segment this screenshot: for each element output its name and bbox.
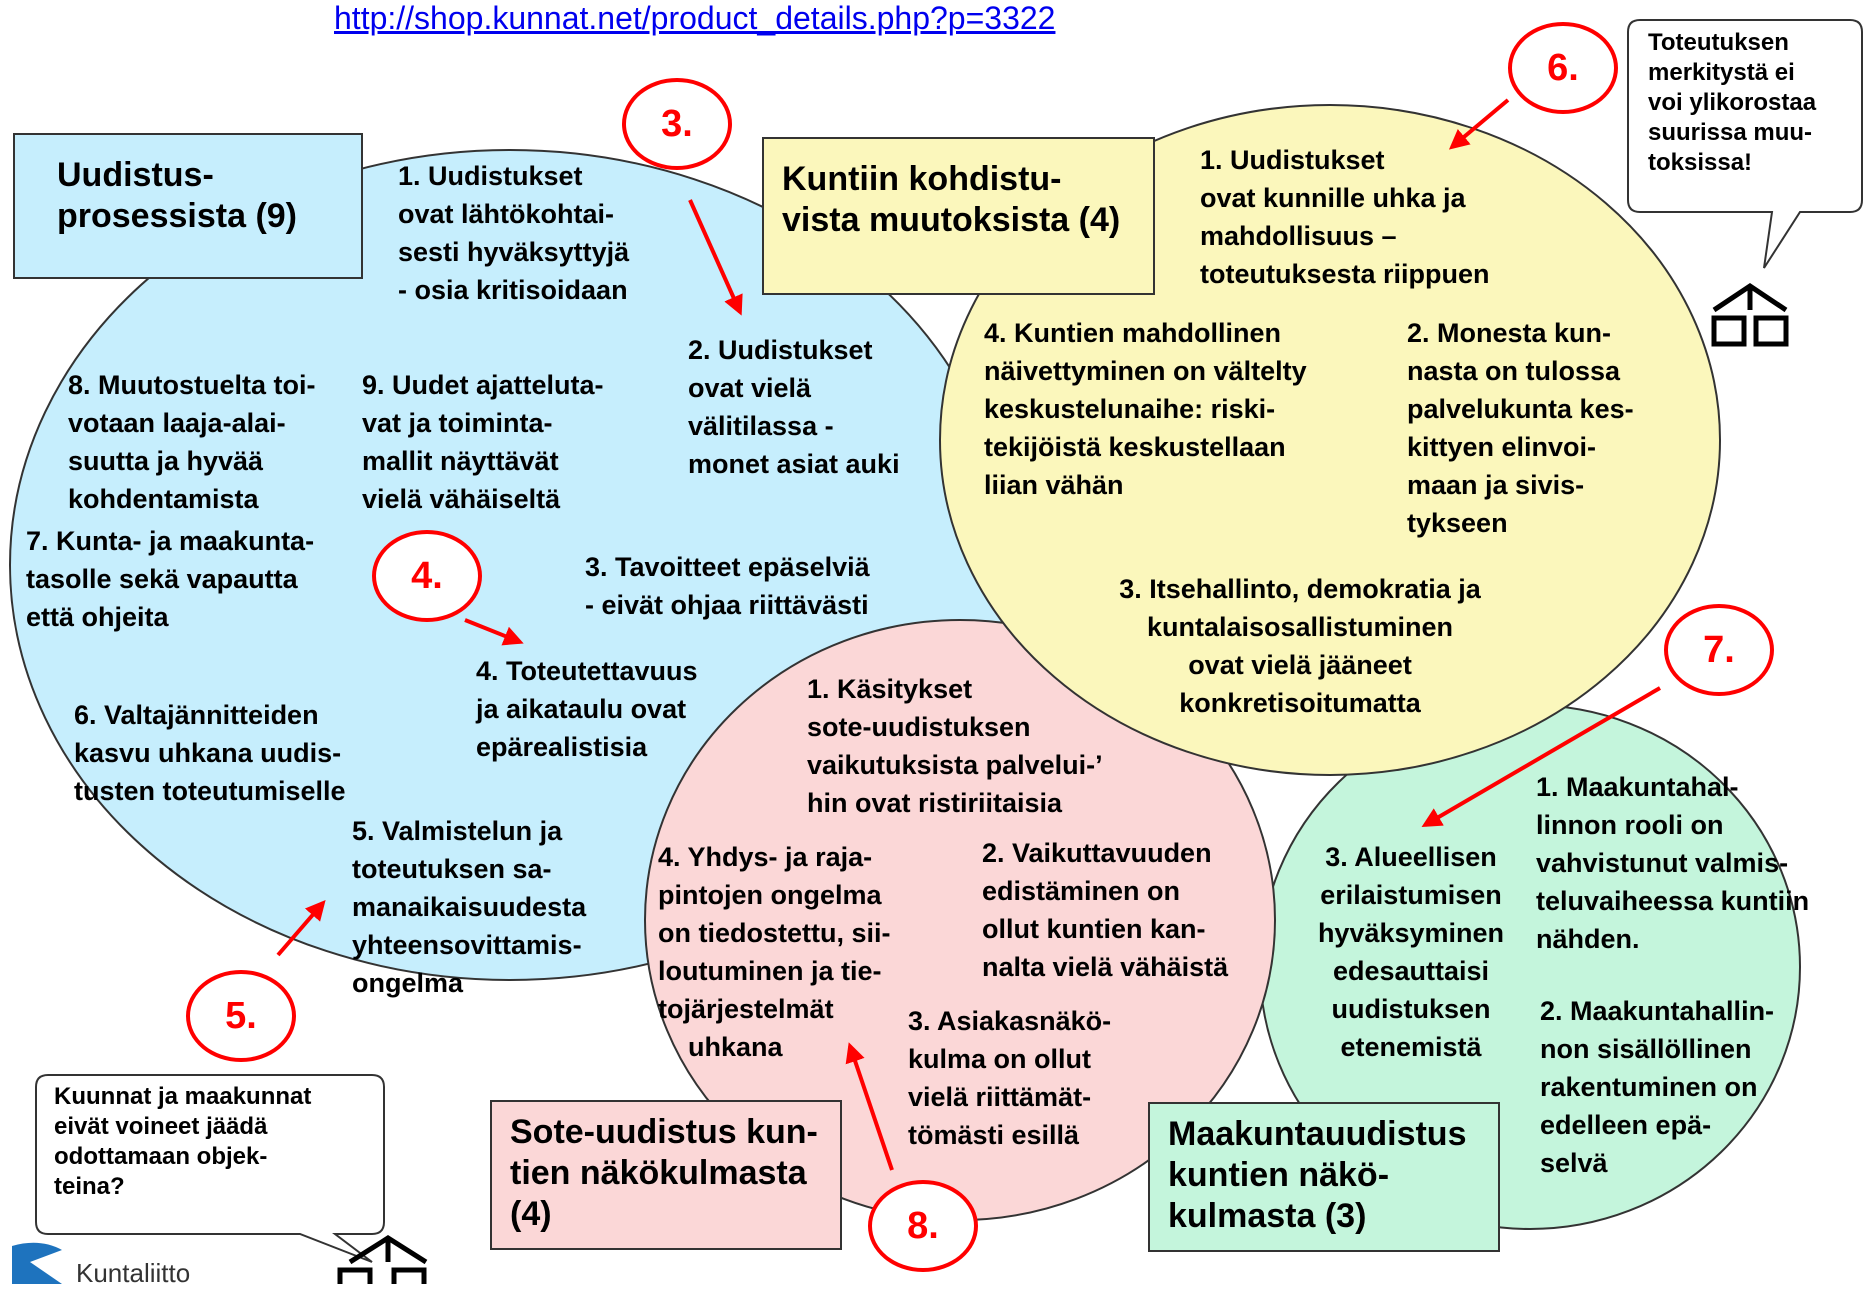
source-url[interactable]: http://shop.kunnat.net/product_details.p… bbox=[334, 0, 1056, 36]
blue-item-2: 2. Uudistukset ovat vielä välitilassa - … bbox=[688, 335, 900, 479]
pink-item-1: 1. Käsitykset sote-uudistuksen vaikutuks… bbox=[807, 674, 1103, 818]
green-item-2: 2. Maakuntahallin- non sisällöllinen rak… bbox=[1540, 996, 1775, 1178]
callout-bottom-left-bubble bbox=[35, 1074, 385, 1263]
arrow-3 bbox=[688, 199, 743, 316]
pink-item-4: 4. Yhdys- ja raja- pintojen ongelma on t… bbox=[658, 842, 891, 1062]
blue-item-1: 1. Uudistukset ovat lähtökohtai- sesti h… bbox=[398, 161, 630, 305]
title-pink: Sote-uudistus kun- tien näkökulmasta (4) bbox=[490, 1100, 842, 1250]
marker-6: 6. bbox=[1508, 22, 1618, 114]
title-yellow: Kuntiin kohdistu- vista muutoksista (4) bbox=[762, 137, 1155, 295]
marker-4: 4. bbox=[372, 530, 482, 622]
callout-bottom-left-text: Kuunnat ja maakunnat eivät voineet jäädä… bbox=[54, 1083, 312, 1200]
marker-5: 5. bbox=[186, 970, 296, 1062]
kuntaliitto-logo-mark bbox=[12, 1242, 62, 1284]
blue-item-9: 9. Uudet ajatteluta- vat ja toiminta- ma… bbox=[362, 370, 604, 514]
pink-item-2: 2. Vaikuttavuuden edistäminen on ollut k… bbox=[982, 838, 1229, 982]
title-green: Maakuntauudistus kuntien näkö- kulmasta … bbox=[1148, 1102, 1500, 1252]
arrow-5 bbox=[276, 899, 326, 957]
blue-item-3: 3. Tavoitteet epäselviä - eivät ohjaa ri… bbox=[585, 552, 870, 620]
arrow-4 bbox=[464, 618, 524, 646]
yellow-item-4: 4. Kuntien mahdollinen näivettyminen on … bbox=[984, 318, 1307, 500]
people-icon-top-right bbox=[1711, 282, 1789, 347]
callout-top-right-text: Toteutuksen merkitystä ei voi ylikorosta… bbox=[1648, 29, 1817, 176]
blue-item-5: 5. Valmistelun ja toteutuksen sa- manaik… bbox=[352, 816, 587, 998]
marker-7: 7. bbox=[1664, 604, 1774, 696]
yellow-item-1: 1. Uudistukset ovat kunnille uhka ja mah… bbox=[1200, 145, 1490, 289]
yellow-item-3: 3. Itsehallinto, demokratia ja kuntalais… bbox=[1119, 574, 1481, 718]
marker-8: 8. bbox=[868, 1180, 978, 1272]
arrow-8 bbox=[845, 1042, 894, 1171]
yellow-item-2: 2. Monesta kun- nasta on tulossa palvelu… bbox=[1407, 318, 1634, 538]
callout-top-right-bubble bbox=[1627, 19, 1863, 269]
pink-item-3: 3. Asiakasnäkö- kulma on ollut vielä rii… bbox=[908, 1006, 1112, 1150]
kuntaliitto-logo-text: Kuntaliitto bbox=[76, 1258, 191, 1288]
green-item-1: 1. Maakuntahal- linnon rooli on vahvistu… bbox=[1536, 772, 1810, 954]
blue-item-6: 6. Valtajännitteiden kasvu uhkana uudis-… bbox=[74, 700, 346, 806]
blue-item-4: 4. Toteutettavuus ja aikataulu ovat epär… bbox=[476, 656, 698, 762]
people-icon-bottom-left bbox=[337, 1235, 428, 1284]
arrow-7 bbox=[1421, 686, 1662, 828]
blue-item-7: 7. Kunta- ja maakunta- tasolle sekä vapa… bbox=[26, 526, 315, 632]
arrow-6 bbox=[1448, 98, 1510, 150]
marker-3: 3. bbox=[622, 78, 732, 170]
green-item-3: 3. Alueellisen erilaistumisen hyväksymin… bbox=[1317, 842, 1505, 1062]
title-blue: Uudistus- prosessista (9) bbox=[13, 133, 363, 279]
blue-item-8: 8. Muutostuelta toi- votaan laaja-alai- … bbox=[68, 370, 316, 514]
